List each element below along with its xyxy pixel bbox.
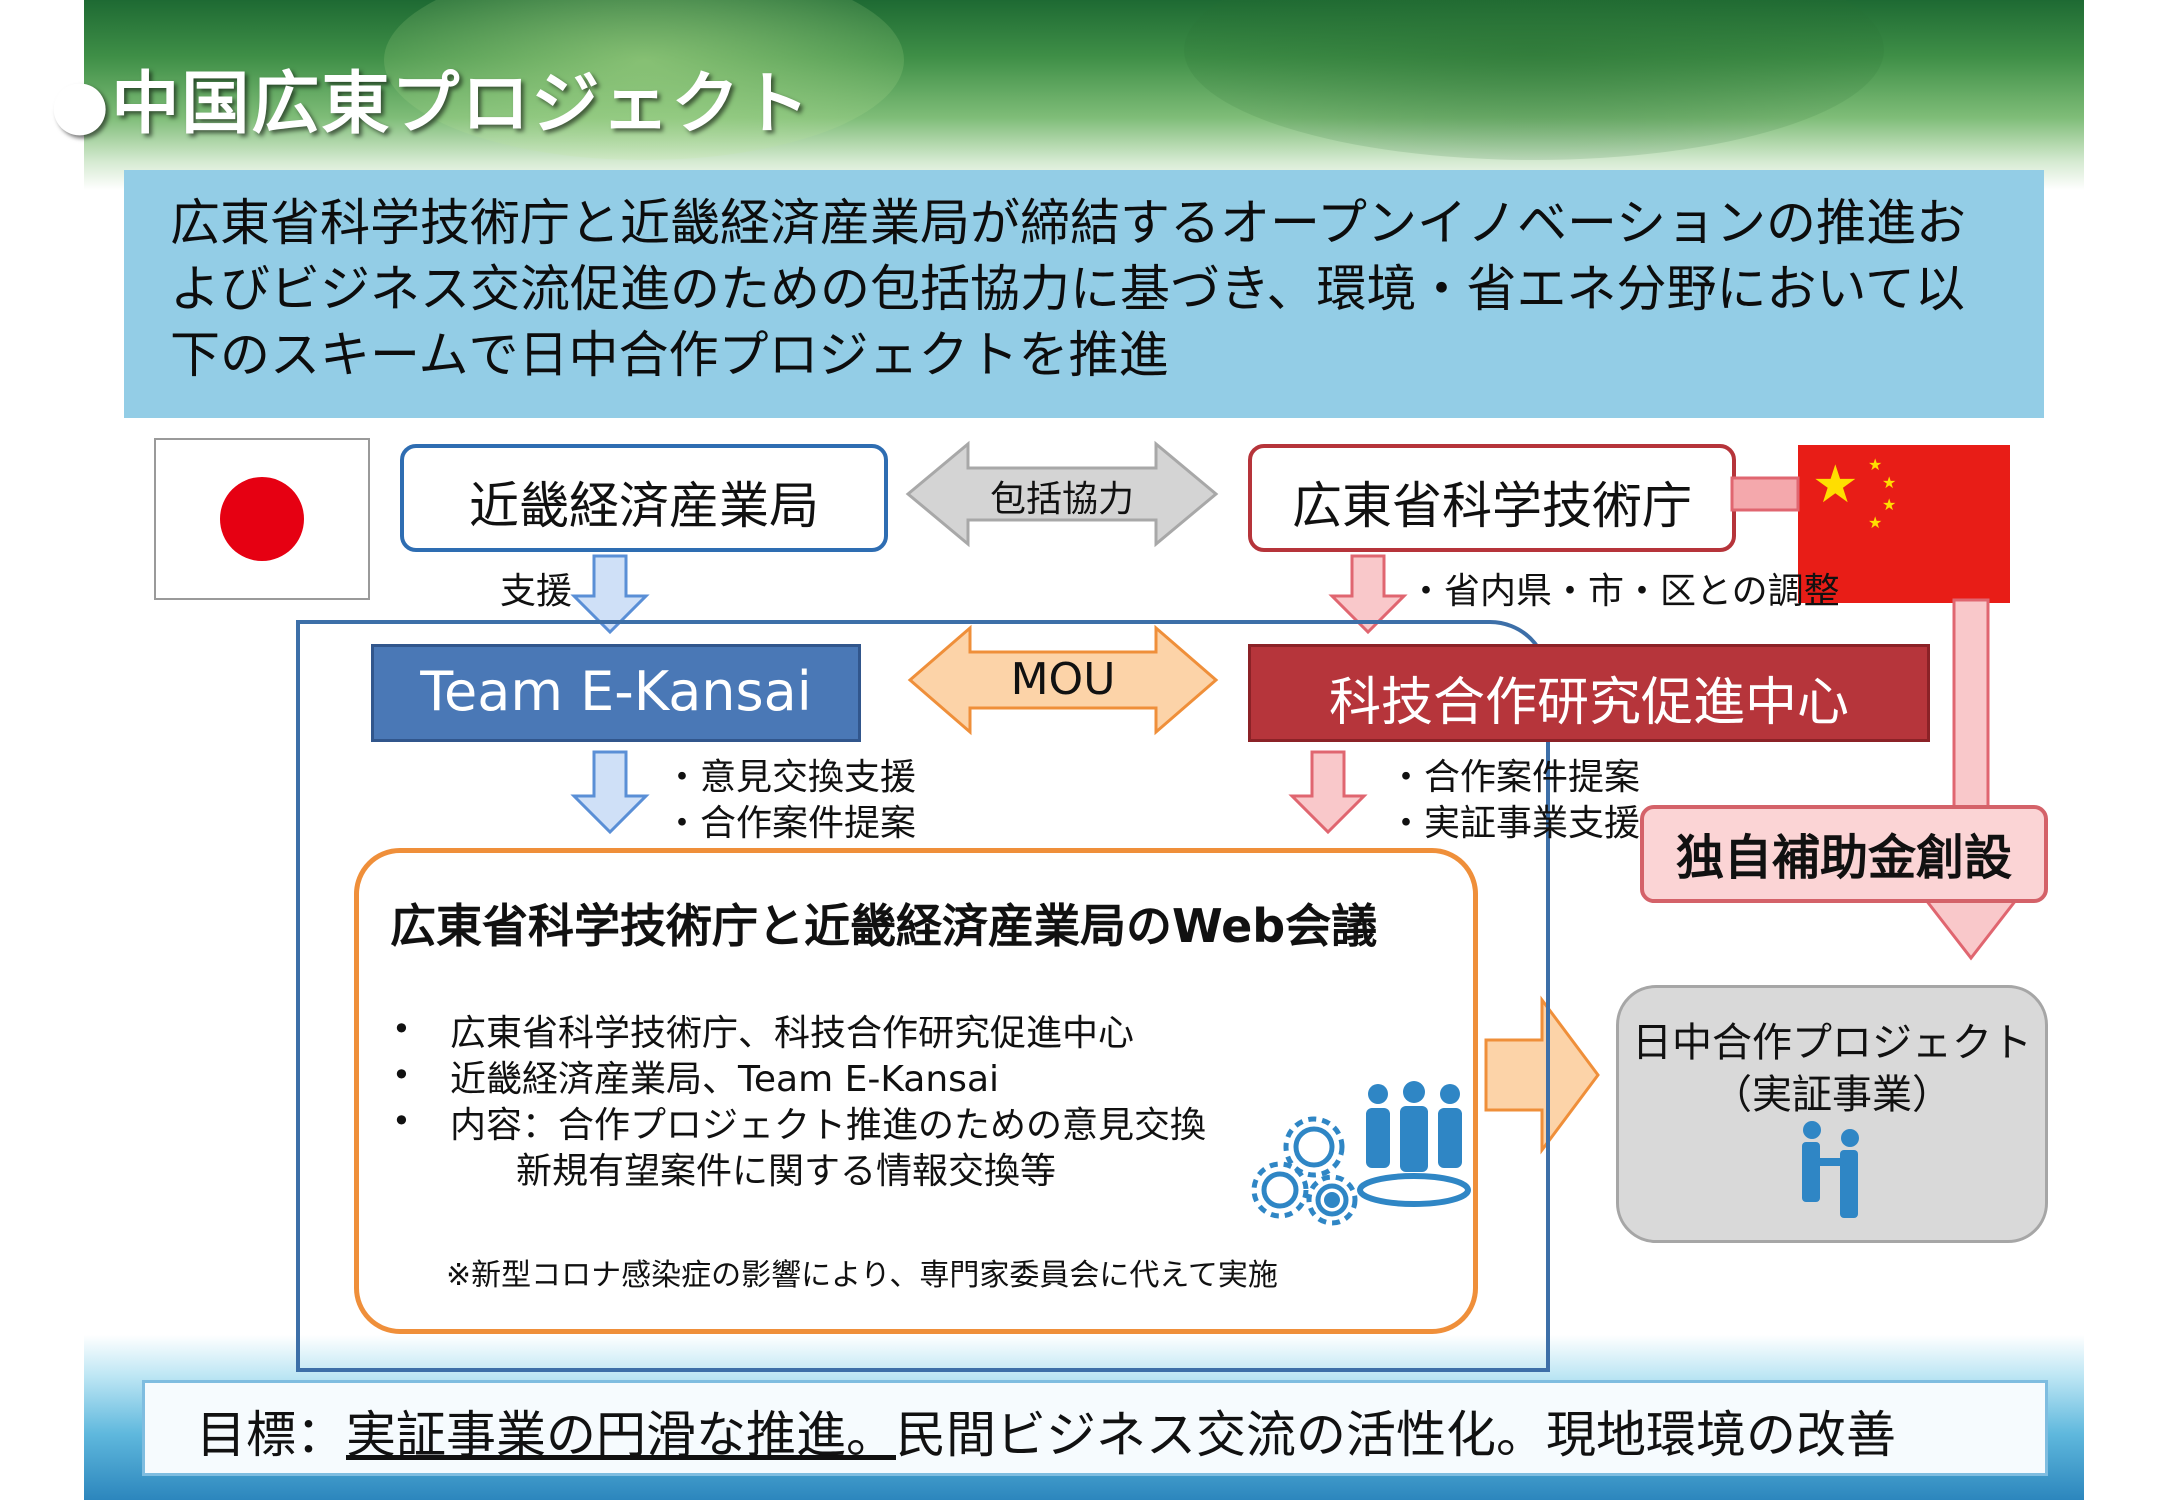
coordination-label: ・省内県・市・区との調整 [1408,571,1840,612]
to-project-arrow [1484,995,1600,1155]
cooperation-scope-frame [296,620,1550,1372]
joint-project-title: 日中合作プロジェクト [1632,1020,2032,1066]
mou-arrow [907,624,1219,736]
bullet-dot: • [392,1010,411,1048]
intro-panel [124,170,2044,418]
goal-prefix: 目標： [196,1406,346,1464]
cooperation-center-label: 科技合作研究促進中心 [1328,673,1849,733]
meeting-bullet-3-cont: 新規有望案件に関する情報交換等 [516,1151,1057,1192]
bullet-dot: • [392,1056,411,1094]
flag-japan [154,438,370,600]
meeting-bullet-3: 内容：合作プロジェクト推進のための意見交換 [450,1105,1207,1146]
center-action-1: ・合作案件提案 [1388,757,1641,798]
subsidy-box [1640,805,2048,903]
agreement-label: 包括協力 [989,479,1134,520]
goal-item-3: 現地環境の改善 [1546,1406,1896,1464]
header-background [84,0,2084,190]
coord-arrow [1328,554,1408,635]
subsidy-label: 独自補助金創設 [1675,830,2012,886]
web-meeting-title: 広東省科学技術庁と近畿経済産業局のWeb会議 [390,899,1378,953]
guangdong-dept-label: 広東省科学技術庁 [1292,477,1692,535]
handshake-icon [1802,1121,1859,1218]
intro-text: 広東省科学技術庁と近畿経済産業局が締結するオープンイノベーションの推進およびビジ… [170,194,1966,384]
guangdong-dept-box [1248,444,1736,552]
goal-item-1: 実証事業の円滑な推進。 [346,1406,896,1464]
web-meeting-panel [354,848,1478,1334]
agreement-arrow [905,440,1219,548]
joint-project-box [1616,985,2048,1243]
team-action-1: ・意見交換支援 [664,757,917,798]
gears-icon [1251,1116,1358,1226]
center-down-arrow [1288,750,1368,835]
goal-item-2: 民間ビジネス交流の活性化。 [896,1406,1546,1464]
joint-project-subtitle: （実証事業） [1712,1072,1952,1118]
kinki-bureau-box [400,444,888,552]
team-ekansai-label: Team E-Kansai [420,660,812,723]
meeting-note: ※新型コロナ感染症の影響により、専門家委員会に代えて実施 [446,1258,1278,1293]
kinki-bureau-label: 近畿経済産業局 [469,477,819,535]
team-action-2: ・合作案件提案 [664,803,917,844]
flag-china: ★ ★ ★ ★ ★ [1798,445,2010,603]
subsidy-down-arrow [1922,598,2020,961]
support-arrow [570,554,650,635]
bullet-dot: • [392,1102,411,1140]
team-icon [1357,1081,1471,1207]
goal-text: 目標：実証事業の円滑な推進。民間ビジネス交流の活性化。現地環境の改善 [196,1395,1896,1467]
goal-bar [142,1380,2048,1476]
meeting-bullet-1: 広東省科学技術庁、科技合作研究促進中心 [450,1013,1135,1054]
center-action-2: ・実証事業支援 [1388,803,1641,844]
mou-label: MOU [1010,654,1116,705]
cooperation-center-box [1248,644,1930,742]
team-down-arrow [570,750,650,835]
support-label: 支援 [500,571,573,612]
page-title: ●中国広東プロジェクト [50,65,812,144]
team-ekansai-box [371,644,861,742]
meeting-bullet-2: 近畿経済産業局、Team E-Kansai [450,1059,1000,1100]
